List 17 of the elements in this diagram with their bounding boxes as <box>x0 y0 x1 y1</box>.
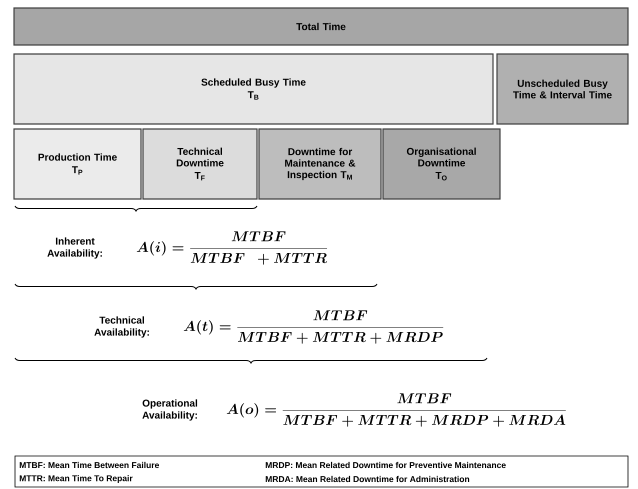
note-text: MRDA: Mean Related Downtime for Administration <box>266 476 470 482</box>
formula: $A(o) = \frac{MTBF}{MTBF + MTTR + MRDP + MRDA}$ <box>226 393 566 427</box>
formula-label: Technical Availability: <box>94 316 149 338</box>
time-box: Production Time T$_{P}$ <box>13 128 142 200</box>
formula-label: Operational Availability: <box>142 399 198 421</box>
formula: $A(i) = \frac{MTBF}{MTBF\ \ + MTTR}$ <box>136 231 328 265</box>
formula: $A(t) = \frac{MTBF}{MTBF + MTTR + MRDP}$ <box>184 310 444 344</box>
note-text: MTTR: Mean Time To Repair <box>20 475 133 483</box>
time-box: Organisational Downtime T$_{O}$ <box>382 128 501 200</box>
time-box: Total Time <box>13 7 629 46</box>
time-box: Technical Downtime T$_{F}$ <box>142 128 258 200</box>
note-text: MTBF: Mean Time Between Failure <box>20 462 160 468</box>
time-box: Unscheduled Busy Time & Interval Time <box>496 53 629 125</box>
note-text: MRDP: Mean Related Downtime for Preventive Maintenance <box>266 462 506 468</box>
time-box: Downtime for Maintenance & Inspection T$_{M}$ <box>258 128 382 200</box>
time-box: Scheduled Busy Time T$_{B}$ <box>13 53 494 125</box>
formula-label: Inherent Availability: <box>47 237 102 259</box>
